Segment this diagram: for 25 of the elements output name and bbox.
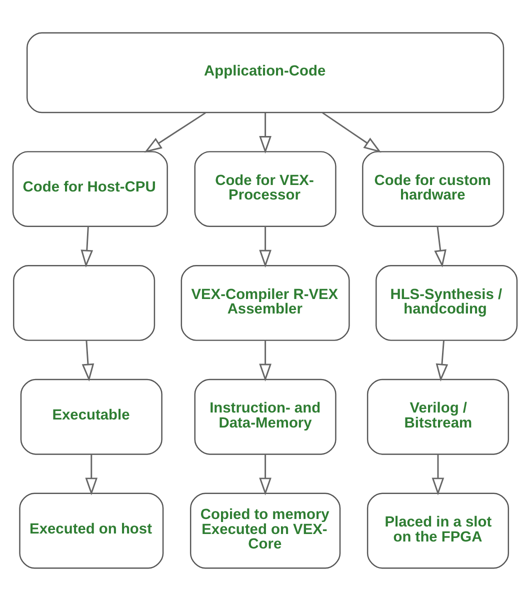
arrow: [259, 226, 272, 268]
arrow: [82, 340, 94, 381]
node-box: Instruction- and Data-Memory: [194, 378, 336, 454]
arrow: [259, 454, 272, 495]
node-box: Application-Code: [26, 32, 504, 113]
arrow: [432, 454, 444, 495]
arrow: [434, 226, 446, 268]
node-box: Executed on host: [19, 492, 164, 568]
node-box: HLS-Synthesis / handcoding: [376, 264, 518, 340]
arrow: [322, 112, 382, 152]
node-box: [13, 264, 156, 340]
arrow: [436, 340, 448, 381]
arrow: [144, 112, 206, 152]
arrow: [259, 112, 272, 154]
node-box: Code for Host-CPU: [12, 150, 168, 227]
node-box: Placed in a slot on the FPGA: [366, 492, 510, 568]
node-box: VEX-Compiler R-VEX Assembler: [180, 264, 350, 340]
node-box: Code for custom hardware: [362, 150, 504, 227]
node-box: Verilog / Bitstream: [366, 378, 510, 454]
node-box: Copied to memory Executed on VEX-Core: [190, 492, 341, 568]
node-box: Executable: [20, 378, 162, 454]
arrow: [259, 340, 272, 381]
arrow: [80, 226, 94, 268]
node-box: Code for VEX-Processor: [194, 150, 336, 227]
arrow: [85, 454, 98, 495]
